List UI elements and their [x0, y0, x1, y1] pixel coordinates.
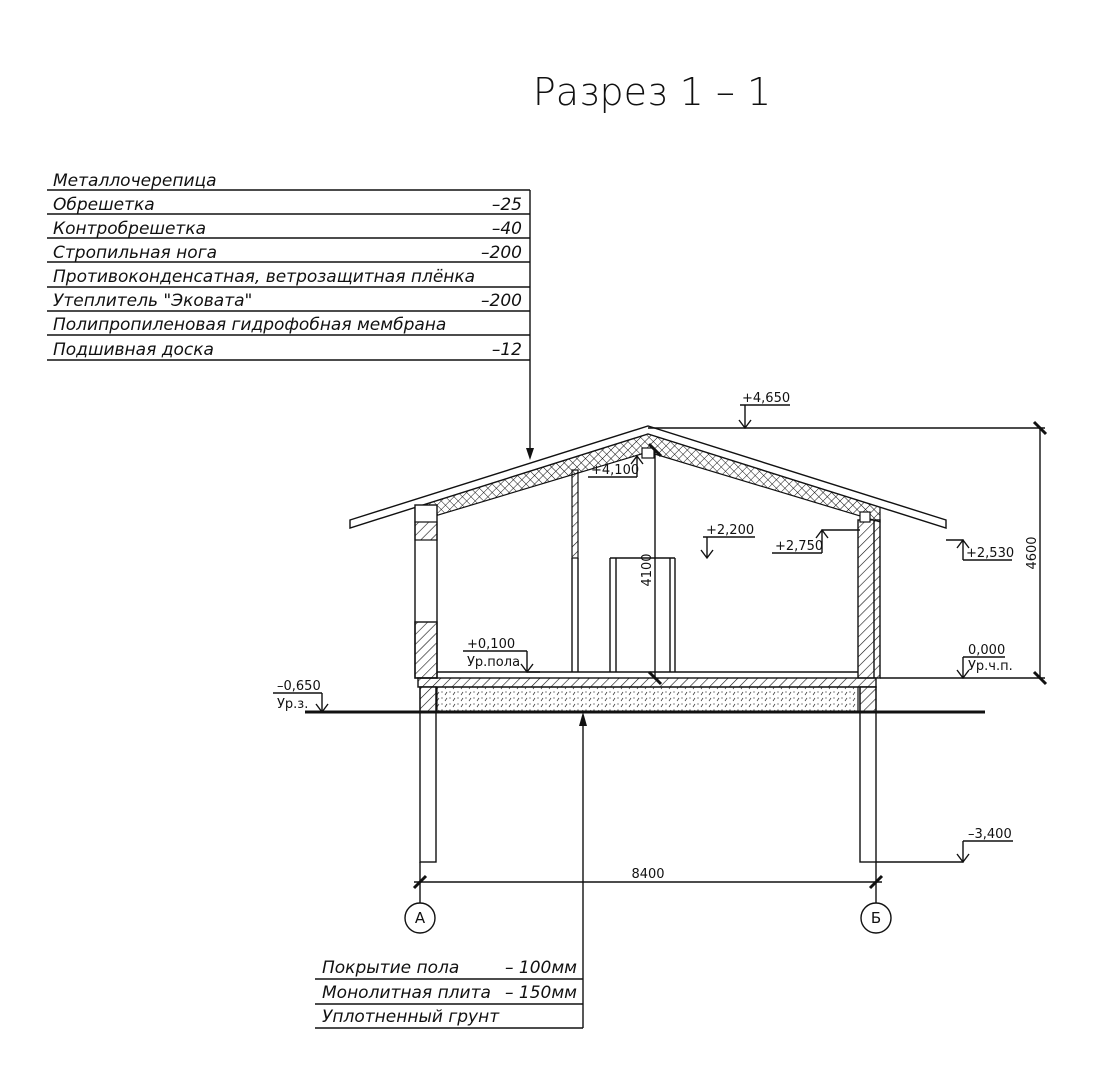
floor-layer-name: Монолитная плита	[322, 983, 491, 1003]
level-floor: +0,100	[467, 637, 515, 652]
roof-layer-name: Металлочерепица	[53, 171, 216, 191]
roof-layer-name: Подшивная доска	[53, 340, 214, 360]
roof-layer-value: –200	[481, 291, 522, 311]
roof	[349, 425, 947, 529]
dimension-span: 8400	[631, 867, 664, 882]
roof-layer-name: Полипропиленовая гидрофобная мембрана	[53, 315, 446, 335]
level-pile-bottom: –3,400	[968, 827, 1012, 842]
roof-layer-name: Контробрешетка	[53, 219, 206, 239]
drawing-title: Разрез 1 – 1	[533, 70, 771, 114]
floor-layer-value: – 150мм	[505, 983, 577, 1003]
dimension-height-total: 4600	[1025, 536, 1040, 569]
level-ground: –0,650	[277, 679, 321, 694]
level-door: +2,200	[706, 523, 754, 538]
level-floor-label: Ур.пола	[467, 655, 520, 670]
roof-layer-value: –200	[481, 243, 522, 263]
level-marks: +4,650 +4,100 +2,200 +2,750 +2,530 0,000…	[273, 391, 1014, 864]
level-ground-label: Ур.з.	[277, 697, 308, 712]
floor-layer-name: Покрытие пола	[322, 958, 459, 978]
foundation	[305, 677, 985, 863]
floor-layer-value: – 100мм	[505, 958, 577, 978]
level-eave: +2,530	[966, 546, 1014, 561]
grid-axes: А Б	[404, 902, 892, 934]
roof-layers-table: Металлочерепица Обрешетка –25 Контробреш…	[47, 171, 534, 460]
roof-layer-value: –12	[492, 340, 522, 360]
level-wall-top: +2,750	[775, 539, 823, 554]
dimension-height-inner: 4100	[640, 553, 655, 586]
roof-layer-value: –40	[492, 219, 522, 239]
level-zero-label: Ур.ч.п.	[968, 659, 1013, 674]
roof-layer-value: –25	[492, 195, 522, 215]
floor-layer-name: Уплотненный грунт	[322, 1007, 500, 1027]
axis-label-b: Б	[871, 909, 881, 927]
level-ridge: +4,650	[742, 391, 790, 406]
roof-layer-name: Противоконденсатная, ветрозащитная плёнк…	[53, 267, 475, 287]
level-ceiling: +4,100	[591, 463, 639, 478]
roof-layer-name: Утеплитель "Эковата"	[53, 291, 252, 311]
walls	[414, 469, 881, 679]
level-zero: 0,000	[968, 643, 1005, 658]
axis-label-a: А	[415, 909, 426, 927]
floor-layers-table: Покрытие пола – 100мм Монолитная плита –…	[315, 712, 587, 1029]
roof-layer-name: Стропильная нога	[53, 243, 217, 263]
roof-layer-name: Обрешетка	[53, 195, 155, 215]
